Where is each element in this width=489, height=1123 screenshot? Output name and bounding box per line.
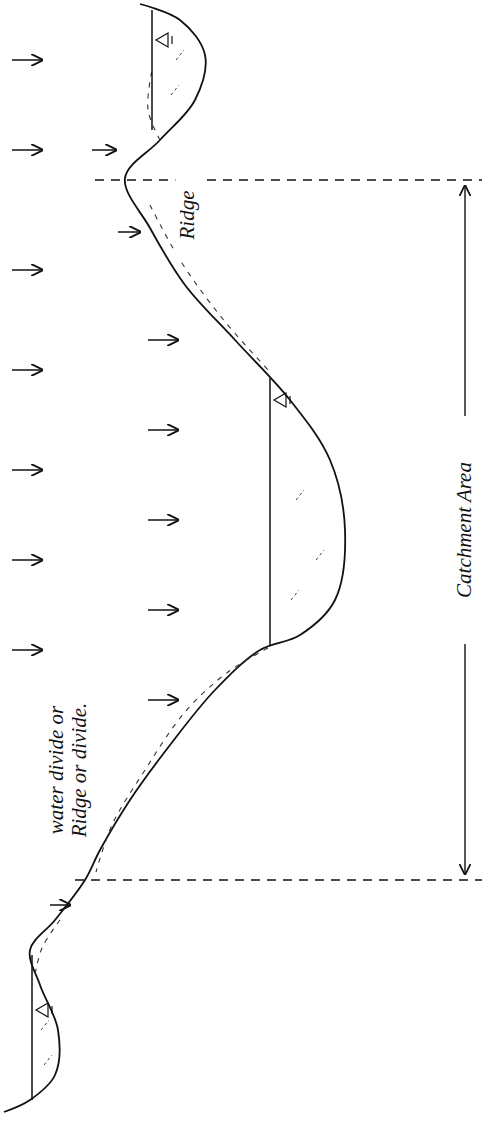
water-level-symbol: [274, 393, 290, 407]
rain-arrow: [12, 269, 42, 271]
ground-surface: [4, 4, 345, 1112]
water-surface: [269, 378, 271, 646]
water-hatch: [176, 50, 184, 60]
water-hatch: [316, 550, 324, 560]
rain-arrow: [148, 429, 178, 431]
water-hatch: [291, 590, 299, 600]
water-level-symbol: [156, 33, 172, 47]
rain-arrow: [50, 904, 70, 906]
part-label: Ridge: [175, 171, 200, 259]
rain-arrow: [12, 469, 42, 471]
water-hatch: [44, 1055, 52, 1065]
water-level-symbol: [36, 1003, 52, 1017]
rain-arrow: [148, 699, 178, 701]
divide-line: [75, 879, 482, 880]
rain-arrow: [12, 559, 42, 561]
rain-arrow: [12, 149, 42, 151]
rain-arrows: [12, 60, 178, 905]
water-table-line: [150, 205, 270, 372]
part-label: water divide or Ridge or divide.: [44, 691, 92, 849]
divide-lines: [75, 180, 482, 880]
ground-profile: [4, 4, 345, 1112]
rain-arrow: [12, 59, 42, 61]
water-table-line: [96, 648, 268, 872]
water-hatch: [41, 1020, 49, 1030]
water-table-line: [34, 920, 60, 980]
rain-arrow: [12, 369, 42, 371]
water-surface: [31, 955, 33, 1100]
rain-arrow: [148, 609, 178, 611]
rain-arrow: [148, 339, 178, 341]
dimension-label: Catchment Area: [452, 416, 477, 644]
rain-arrow: [92, 149, 116, 151]
water-table-line: [148, 70, 160, 140]
rain-arrow: [148, 519, 178, 521]
water-surface: [151, 10, 153, 130]
divide-line: [95, 179, 482, 180]
rain-arrow: [12, 649, 42, 651]
water-hatch: [296, 490, 304, 500]
rain-arrow: [118, 231, 140, 233]
water-hatch: [171, 85, 179, 95]
